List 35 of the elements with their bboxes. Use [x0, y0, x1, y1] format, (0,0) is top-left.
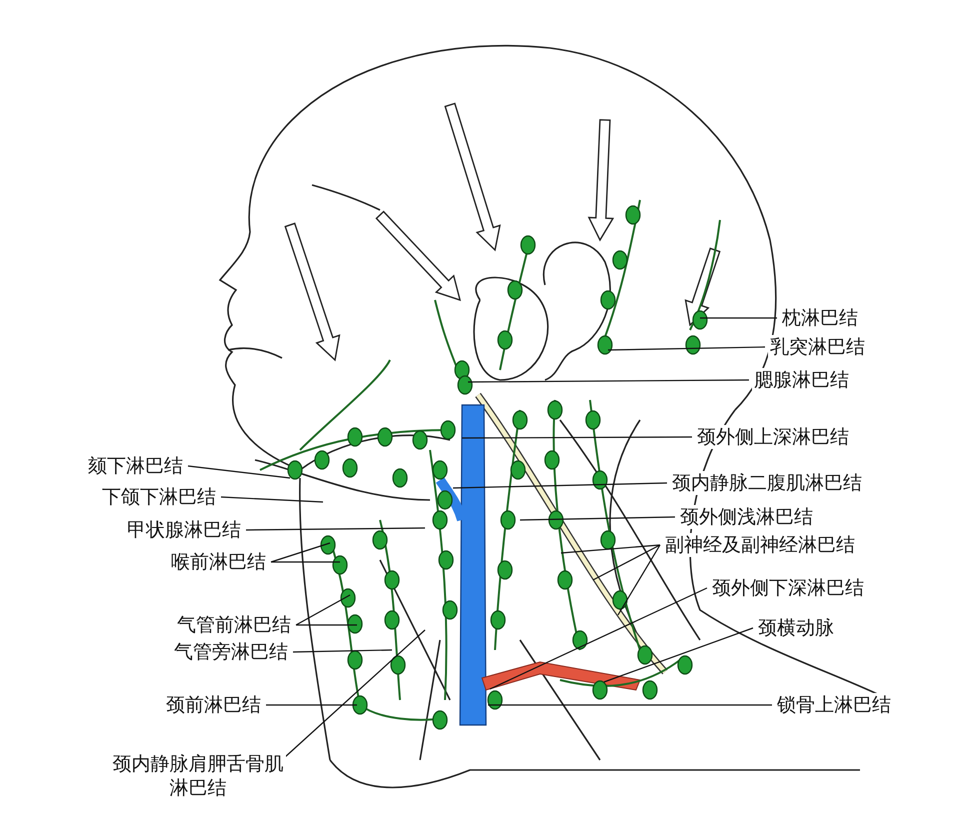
leader-line — [296, 594, 350, 626]
callout-label: 颏下淋巴结 — [86, 454, 185, 478]
leader-line — [292, 649, 392, 653]
leader-line — [271, 561, 340, 563]
leader-line — [270, 542, 330, 563]
callout-label: 副神经及副神经淋巴结 — [663, 533, 857, 557]
callout-label: 颈外侧上深淋巴结 — [695, 425, 851, 449]
callout-label: 颈横动脉 — [756, 616, 836, 640]
leader-line — [188, 465, 290, 479]
leader-line — [220, 496, 324, 503]
callout-label: 颈前淋巴结 — [164, 693, 263, 717]
leader-line — [617, 544, 661, 616]
leader-line — [488, 704, 772, 706]
callout-label: 下颌下淋巴结 — [100, 485, 218, 509]
leader-line — [592, 544, 660, 581]
leader-line — [560, 544, 660, 554]
callout-label: 腮腺淋巴结 — [752, 368, 851, 392]
leader-line — [296, 624, 357, 626]
leader-line — [266, 704, 357, 706]
callout-label: 颈外侧浅淋巴结 — [678, 505, 815, 529]
leader-line — [490, 587, 708, 690]
leader-line — [468, 379, 749, 383]
leader-line — [700, 317, 777, 319]
callout-label: 锁骨上淋巴结 — [775, 693, 893, 717]
leader-line — [520, 516, 676, 521]
callout-label: 乳突淋巴结 — [768, 335, 867, 359]
callout-label: 甲状腺淋巴结 — [125, 518, 243, 542]
leader-line — [462, 436, 692, 439]
callout-label: 颈外侧下深淋巴结 — [710, 576, 866, 600]
leader-line — [608, 346, 766, 351]
callout-label: 喉前淋巴结 — [169, 550, 268, 574]
leader-line — [246, 527, 425, 531]
leader-line — [604, 627, 754, 683]
callout-label: 颈内静脉二腹肌淋巴结 — [670, 471, 864, 495]
leader-line — [452, 482, 668, 489]
